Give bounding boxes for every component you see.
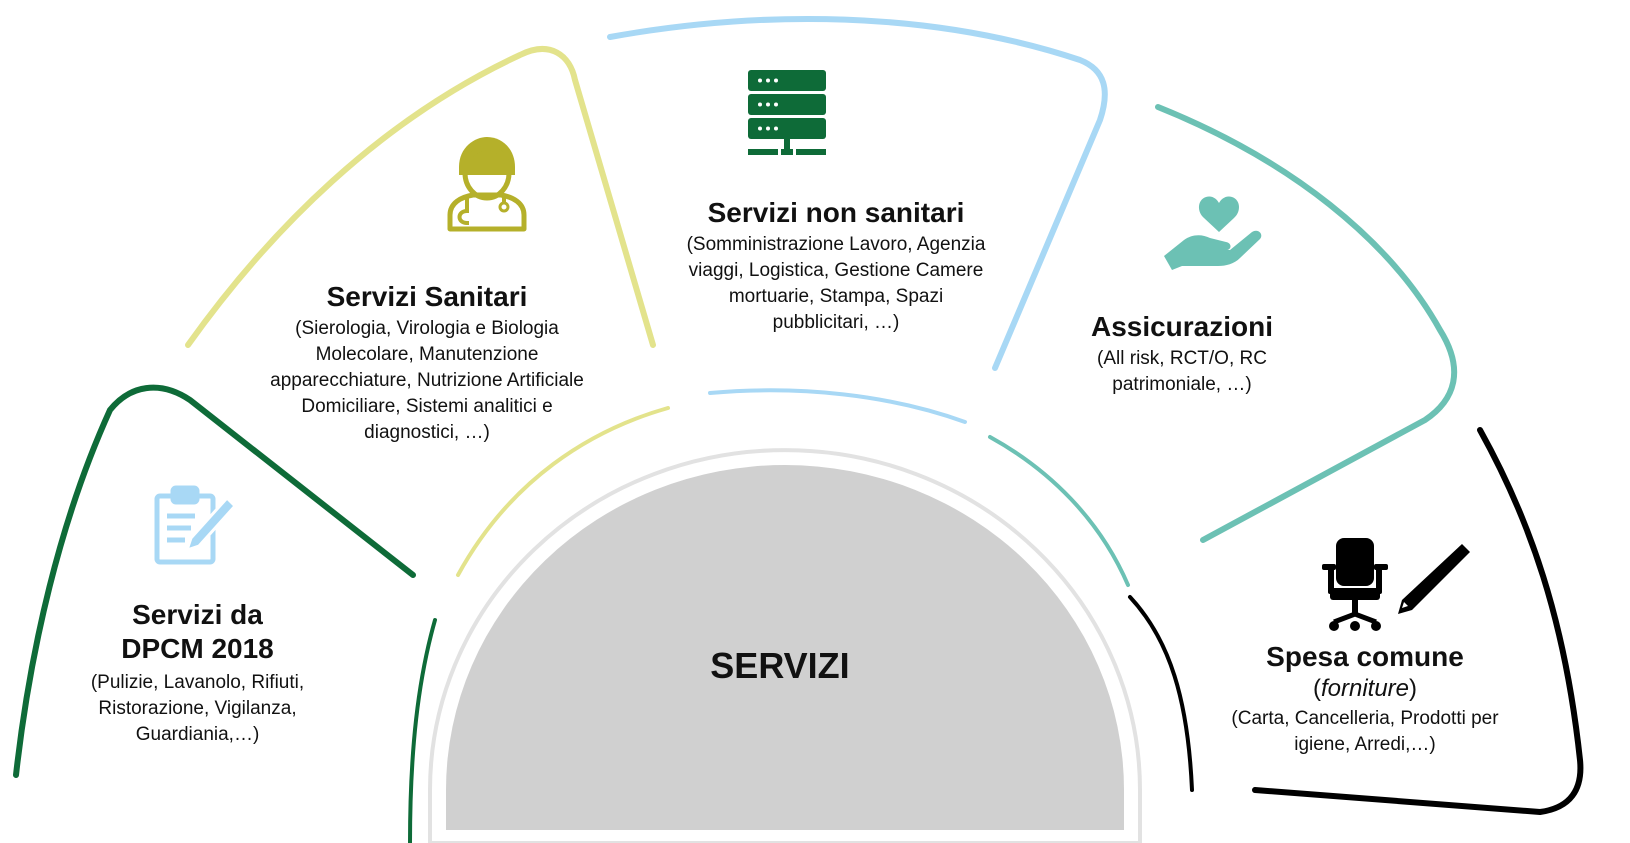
segment-title-non-sanitari: Servizi non sanitari: [707, 197, 965, 228]
segment-title-spesa-comune: Spesa comune: [1266, 641, 1464, 672]
segment-sanitari: Servizi Sanitari (Sierologia, Virologia …: [262, 280, 592, 446]
center-semicircle: [446, 465, 1124, 830]
segment-dpcm: Servizi da DPCM 2018 (Pulizie, Lavanolo,…: [60, 598, 335, 748]
segment-title-assicurazioni: Assicurazioni: [1090, 311, 1274, 342]
segment-description-sanitari: (Sierologia, Virologia e Biologia Moleco…: [270, 318, 584, 443]
segment-outline-dpcm: [13, 384, 416, 778]
segment-title-dpcm-line1: Servizi da: [132, 599, 263, 630]
segment-non-sanitari: Servizi non sanitari (Somministrazione L…: [676, 196, 996, 336]
segment-outline-assicurazioni: [1155, 104, 1458, 543]
inner-arc-dpcm: [408, 618, 437, 843]
segment-outline-spesa: [1252, 427, 1584, 815]
segment-title-sanitari: Servizi Sanitari: [326, 281, 528, 312]
segment-description-non-sanitari: (Somministrazione Lavoro, Agenzia viaggi…: [686, 234, 986, 333]
clipboard-icon: [154, 485, 237, 565]
segment-description-spesa-comune: (Carta, Cancelleria, Prodotti per igiene…: [1231, 708, 1499, 755]
segment-description-assicurazioni: (All risk, RCT/O, RC patrimoniale, …): [1097, 348, 1267, 395]
server-icon: [748, 70, 826, 155]
inner-arc-sanitari: [456, 406, 670, 577]
inner-arc-assicurazioni: [988, 435, 1130, 587]
segment-outline-non-sanitari: [607, 15, 1108, 371]
subtitle-close-paren: ): [1409, 675, 1418, 702]
segment-description-dpcm: (Pulizie, Lavanolo, Rifiuti, Ristorazion…: [90, 672, 305, 745]
center-label: SERVIZI: [710, 645, 850, 686]
inner-arc-non-sanitari: [708, 388, 967, 424]
heart-hand-icon: [1164, 196, 1262, 270]
segment-outline-sanitari: [185, 46, 656, 348]
subtitle-forniture: forniture: [1320, 675, 1410, 702]
segment-subtitle-spesa-comune: (forniture): [1200, 674, 1530, 704]
doctor-icon: [447, 137, 527, 232]
subtitle-open-paren: (: [1312, 675, 1321, 702]
segment-assicurazioni: Assicurazioni (All risk, RCT/O, RC patri…: [1072, 310, 1292, 398]
segment-spesa-comune: Spesa comune (forniture) (Carta, Cancell…: [1200, 640, 1530, 758]
segment-title-dpcm-line2: DPCM 2018: [121, 633, 274, 664]
inner-arc-spesa: [1128, 595, 1194, 792]
chair-pencil-icon: [1322, 538, 1470, 631]
